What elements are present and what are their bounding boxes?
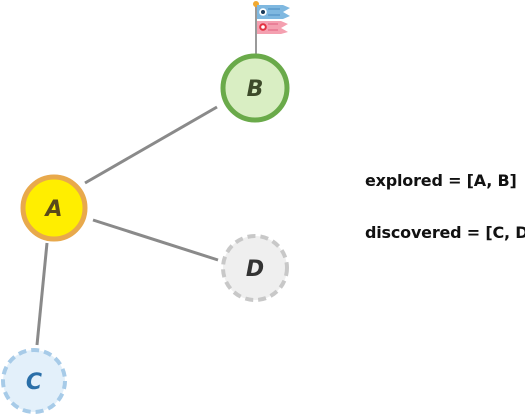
node-a-label: A — [43, 197, 62, 222]
edge-a-d — [92, 218, 219, 262]
node-d: D — [221, 234, 289, 302]
node-c: C — [1, 348, 67, 414]
koinobori-flags-icon — [253, 1, 290, 57]
edge-a-c — [35, 242, 49, 346]
discovered-list: discovered = [C, D] — [365, 223, 525, 242]
edge-a-b — [84, 105, 218, 185]
node-b-label: B — [247, 77, 264, 102]
node-a: A — [20, 174, 88, 242]
node-d-label: D — [246, 257, 264, 282]
node-c-label: C — [26, 370, 42, 395]
node-b: B — [220, 53, 290, 123]
explored-list: explored = [A, B] — [365, 171, 517, 190]
